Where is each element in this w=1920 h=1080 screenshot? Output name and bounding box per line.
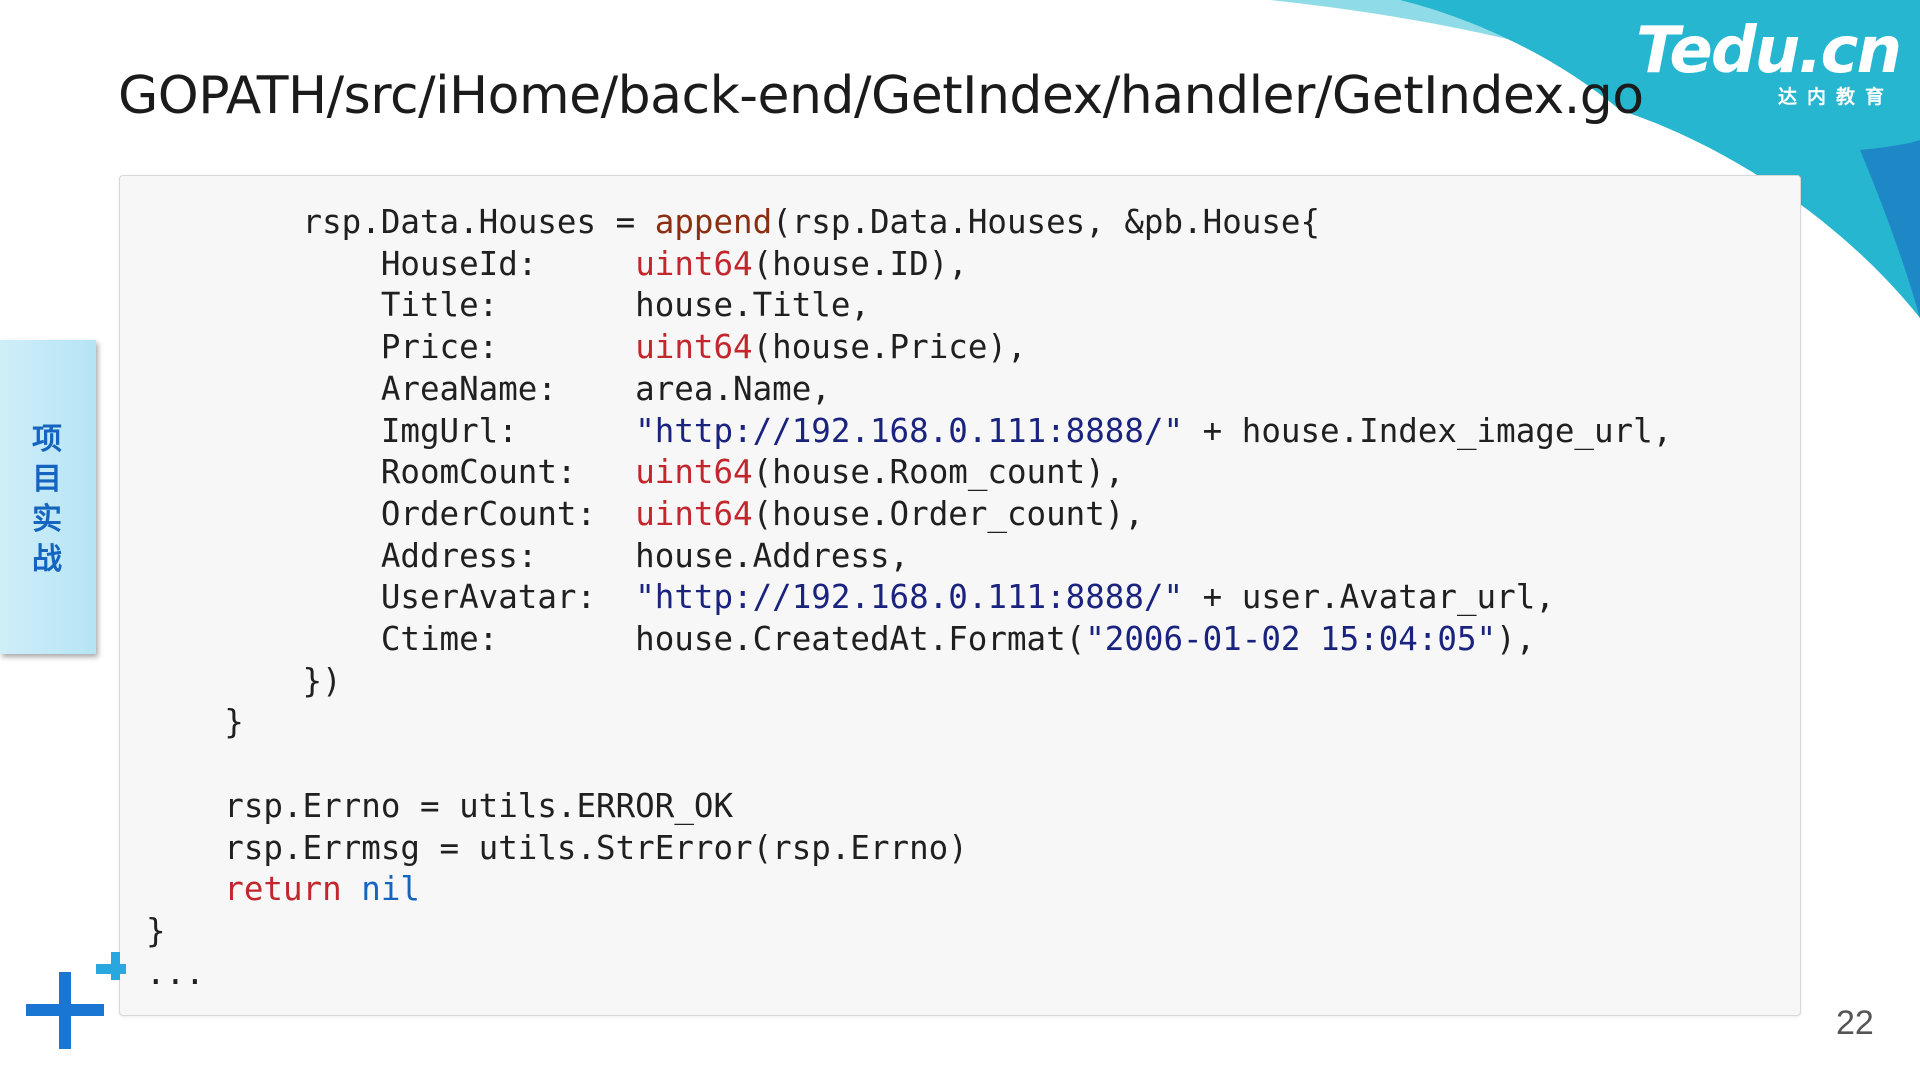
- code-indent: [146, 453, 381, 491]
- code-token: UserAvatar:: [380, 578, 636, 617]
- code-token: + user.Avatar_url,: [1183, 578, 1555, 617]
- code-token: (house.Room_count),: [752, 453, 1125, 492]
- code-indent: [146, 537, 381, 575]
- page-number: 22: [1836, 1004, 1874, 1042]
- code-line: rsp.Errmsg = utils.StrError(rsp.Errno): [146, 829, 968, 867]
- code-line: }: [146, 912, 166, 950]
- code-token: Address: house.Address,: [380, 536, 910, 575]
- code-token: RoomCount:: [380, 453, 636, 492]
- code-token: uint64: [635, 453, 753, 492]
- code-listing: rsp.Data.Houses = append(rsp.Data.Houses…: [146, 202, 1672, 994]
- code-token: nil: [361, 870, 420, 909]
- swoosh-teal-band: [1400, 0, 1920, 318]
- code-indent: [146, 286, 381, 324]
- code-token: }): [302, 661, 342, 700]
- code-indent: [146, 370, 381, 408]
- code-indent: [146, 412, 381, 450]
- side-tab: 项目实战: [0, 340, 96, 654]
- plus-small-vertical: [111, 952, 120, 980]
- code-token: uint64: [635, 494, 753, 533]
- code-token: Ctime: house.CreatedAt.Format(: [380, 620, 1086, 659]
- code-indent: [146, 245, 381, 283]
- plus-large-vertical: [59, 972, 71, 1049]
- brand-logo: Tedu.cn 达内教育: [1630, 14, 1902, 109]
- code-line: AreaName: area.Name,: [146, 370, 831, 408]
- code-token: uint64: [635, 328, 753, 367]
- logo-sub-text: 达内教育: [1777, 86, 1894, 108]
- code-indent: [146, 203, 303, 241]
- code-token: (house.Price),: [752, 328, 1027, 367]
- code-token: (house.Order_count),: [752, 494, 1144, 533]
- code-line: return nil: [146, 870, 420, 908]
- code-token: rsp.Data.Houses =: [302, 203, 655, 241]
- code-line: ...: [146, 954, 205, 992]
- code-line: }): [146, 662, 342, 700]
- code-line: Title: house.Title,: [146, 286, 870, 324]
- code-indent: [146, 662, 303, 700]
- plus-decoration-icon: [26, 952, 126, 1049]
- code-token: }: [224, 703, 244, 742]
- swoosh-blue-accent: [1860, 140, 1920, 318]
- code-line: OrderCount: uint64(house.Order_count),: [146, 495, 1144, 533]
- code-token: append: [654, 203, 773, 241]
- code-line: }: [146, 703, 244, 741]
- code-indent: [146, 703, 224, 741]
- code-token: ),: [1496, 620, 1536, 659]
- code-token: ImgUrl:: [380, 411, 636, 450]
- code-line: HouseId: uint64(house.ID),: [146, 245, 968, 283]
- code-token: ...: [146, 953, 205, 992]
- code-token: [342, 870, 362, 908]
- code-block: rsp.Data.Houses = append(rsp.Data.Houses…: [119, 175, 1801, 1016]
- code-indent: [146, 578, 381, 616]
- code-token: uint64: [635, 244, 753, 283]
- code-line: Address: house.Address,: [146, 537, 909, 575]
- code-line: Price: uint64(house.Price),: [146, 328, 1027, 366]
- code-token: OrderCount:: [380, 494, 636, 533]
- code-line: rsp.Errno = utils.ERROR_OK: [146, 787, 733, 825]
- code-indent: [146, 870, 224, 908]
- slide-title: GOPATH/src/iHome/back-end/GetIndex/handl…: [118, 66, 1644, 126]
- code-line: rsp.Data.Houses = append(rsp.Data.Houses…: [146, 203, 1320, 241]
- logo-main-text: Tedu.cn: [1636, 14, 1902, 88]
- code-indent: [146, 620, 381, 658]
- code-token: Price:: [380, 328, 636, 367]
- code-indent: [146, 829, 224, 867]
- code-token: "2006-01-02 15:04:05": [1085, 620, 1497, 659]
- side-tab-label: 项目实战: [32, 422, 62, 577]
- code-line: Ctime: house.CreatedAt.Format("2006-01-0…: [146, 620, 1535, 658]
- code-token: }: [146, 911, 166, 950]
- code-token: + house.Index_image_url,: [1183, 411, 1673, 450]
- code-token: HouseId:: [380, 244, 636, 283]
- code-token: "http://192.168.0.111:8888/": [635, 578, 1184, 617]
- code-line: RoomCount: uint64(house.Room_count),: [146, 453, 1125, 492]
- code-token: rsp.Errno = utils.ERROR_OK: [224, 786, 734, 825]
- code-line: UserAvatar: "http://192.168.0.111:8888/"…: [146, 578, 1555, 616]
- code-token: (rsp.Data.Houses, &pb.House{: [772, 203, 1321, 241]
- code-token: return: [224, 870, 342, 909]
- code-token: "http://192.168.0.111:8888/": [635, 411, 1184, 450]
- code-line: ImgUrl: "http://192.168.0.111:8888/" + h…: [146, 412, 1672, 450]
- code-token: Title: house.Title,: [380, 286, 870, 325]
- code-indent: [146, 495, 381, 533]
- code-indent: [146, 787, 224, 825]
- code-indent: [146, 328, 381, 366]
- code-token: (house.ID),: [752, 244, 968, 283]
- code-token: AreaName: area.Name,: [380, 369, 831, 408]
- code-token: rsp.Errmsg = utils.StrError(rsp.Errno): [224, 828, 968, 867]
